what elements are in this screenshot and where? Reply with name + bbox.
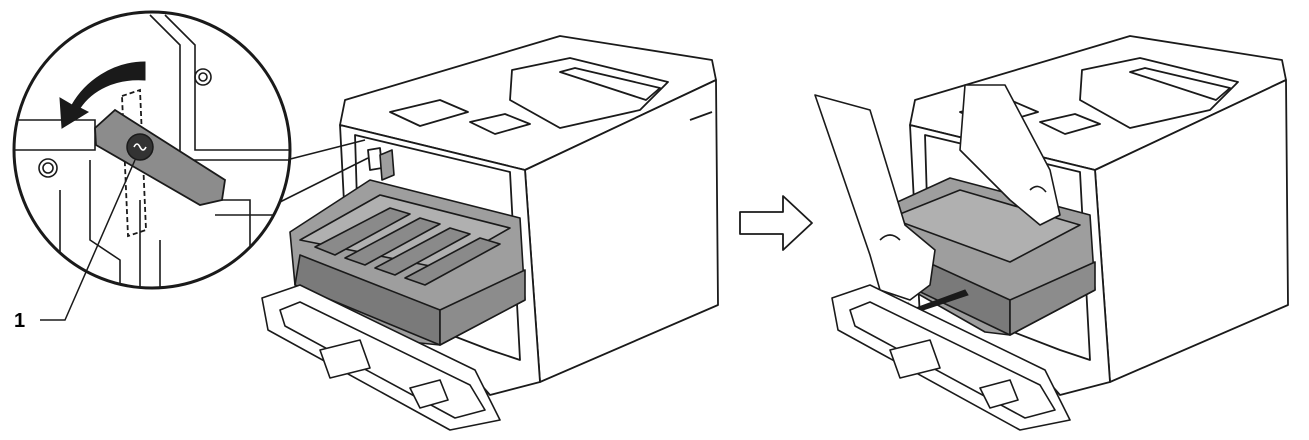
lock-lever <box>94 108 226 206</box>
zoom-leader-bottom <box>267 157 369 209</box>
front-cover-right <box>831 284 1071 431</box>
callout-1-number: 1 <box>14 310 25 332</box>
front-cover-left <box>261 284 501 431</box>
detail-zoom-circle: 1 <box>12 10 369 332</box>
hollow-right-arrow-icon <box>739 195 813 251</box>
rotate-counterclockwise-arrow <box>59 61 146 129</box>
drum-unit-left <box>289 149 526 346</box>
printer-left-control-panel <box>389 99 469 127</box>
hand-right <box>959 84 1061 226</box>
callout-1-leader <box>40 159 136 321</box>
hand-left <box>814 94 936 301</box>
hands <box>814 84 1061 301</box>
